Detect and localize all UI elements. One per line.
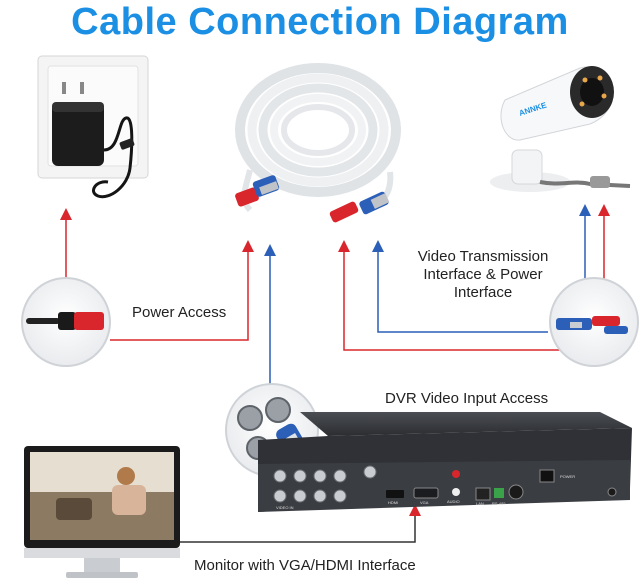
dvr-rs485-label: RS-485 bbox=[492, 501, 506, 506]
dvr-input-label: DVR Video Input Access bbox=[385, 390, 548, 408]
dvr-video-in-label: VIDEO IN bbox=[276, 505, 294, 510]
dvr-power-label: POWER bbox=[560, 474, 575, 479]
monitor-icon bbox=[24, 446, 180, 578]
dvr-vga-label: VGA bbox=[420, 500, 429, 505]
dvr-audio-label: AUDIO bbox=[447, 499, 460, 504]
video-transmission-label: Video Transmission Interface & Power Int… bbox=[398, 248, 568, 302]
monitor-label: Monitor with VGA/HDMI Interface bbox=[194, 557, 416, 575]
security-camera-icon: ANNKE bbox=[490, 66, 630, 192]
power-access-label: Power Access bbox=[132, 304, 226, 322]
dvr-hdmi-label: HDMI bbox=[388, 500, 398, 505]
dvr-lan-label: LAN bbox=[476, 501, 484, 506]
power-access-detail bbox=[22, 278, 110, 366]
cable-coil-icon bbox=[234, 68, 396, 223]
